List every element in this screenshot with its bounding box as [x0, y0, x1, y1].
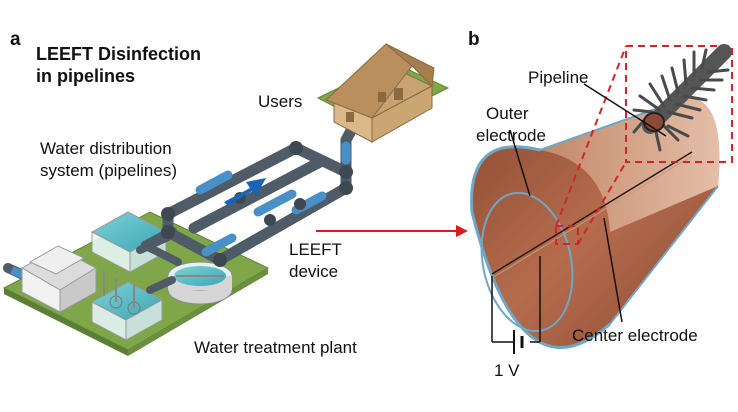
- center-electrode-label: Center electrode: [572, 326, 698, 345]
- users-label: Users: [258, 92, 303, 111]
- panel-b-letter: b: [468, 29, 480, 50]
- device-pointer-arrow: [316, 225, 468, 237]
- pipeline-label: Pipeline: [528, 68, 589, 87]
- outer-electrode-label-line2: electrode: [476, 126, 546, 145]
- distribution-label-line1: Water distribution: [40, 139, 172, 158]
- center-electrode: [491, 151, 693, 279]
- flow-arrow: [224, 178, 266, 206]
- panel-a-letter: a: [10, 29, 21, 50]
- panel-b-illustration: [470, 44, 733, 354]
- label-leaders: [509, 83, 667, 323]
- outer-electrode-tube: [470, 97, 720, 350]
- panel-a-title-line2: in pipelines: [36, 66, 136, 86]
- voltage-label: 1 V: [494, 361, 520, 380]
- panel-a-title-line1: LEEFT Disinfection: [36, 44, 202, 64]
- outer-electrode-label-line1: Outer: [486, 104, 529, 123]
- distribution-pipes: [140, 112, 364, 267]
- plant-building: [20, 245, 98, 313]
- user-house: [325, 43, 435, 143]
- nanowire-electrode-zoom: [632, 44, 732, 152]
- panel-a-illustration: [2, 43, 468, 356]
- device-label-line1: LEEFT: [289, 240, 342, 259]
- flocculation-tank: [90, 272, 164, 341]
- plant-label: Water treatment plant: [194, 338, 357, 357]
- zoom-callout: [555, 45, 733, 245]
- battery-circuit: [491, 256, 541, 354]
- distribution-label-line2: system (pipelines): [40, 161, 177, 180]
- clarifier: [167, 261, 233, 305]
- device-label-line2: device: [289, 262, 339, 281]
